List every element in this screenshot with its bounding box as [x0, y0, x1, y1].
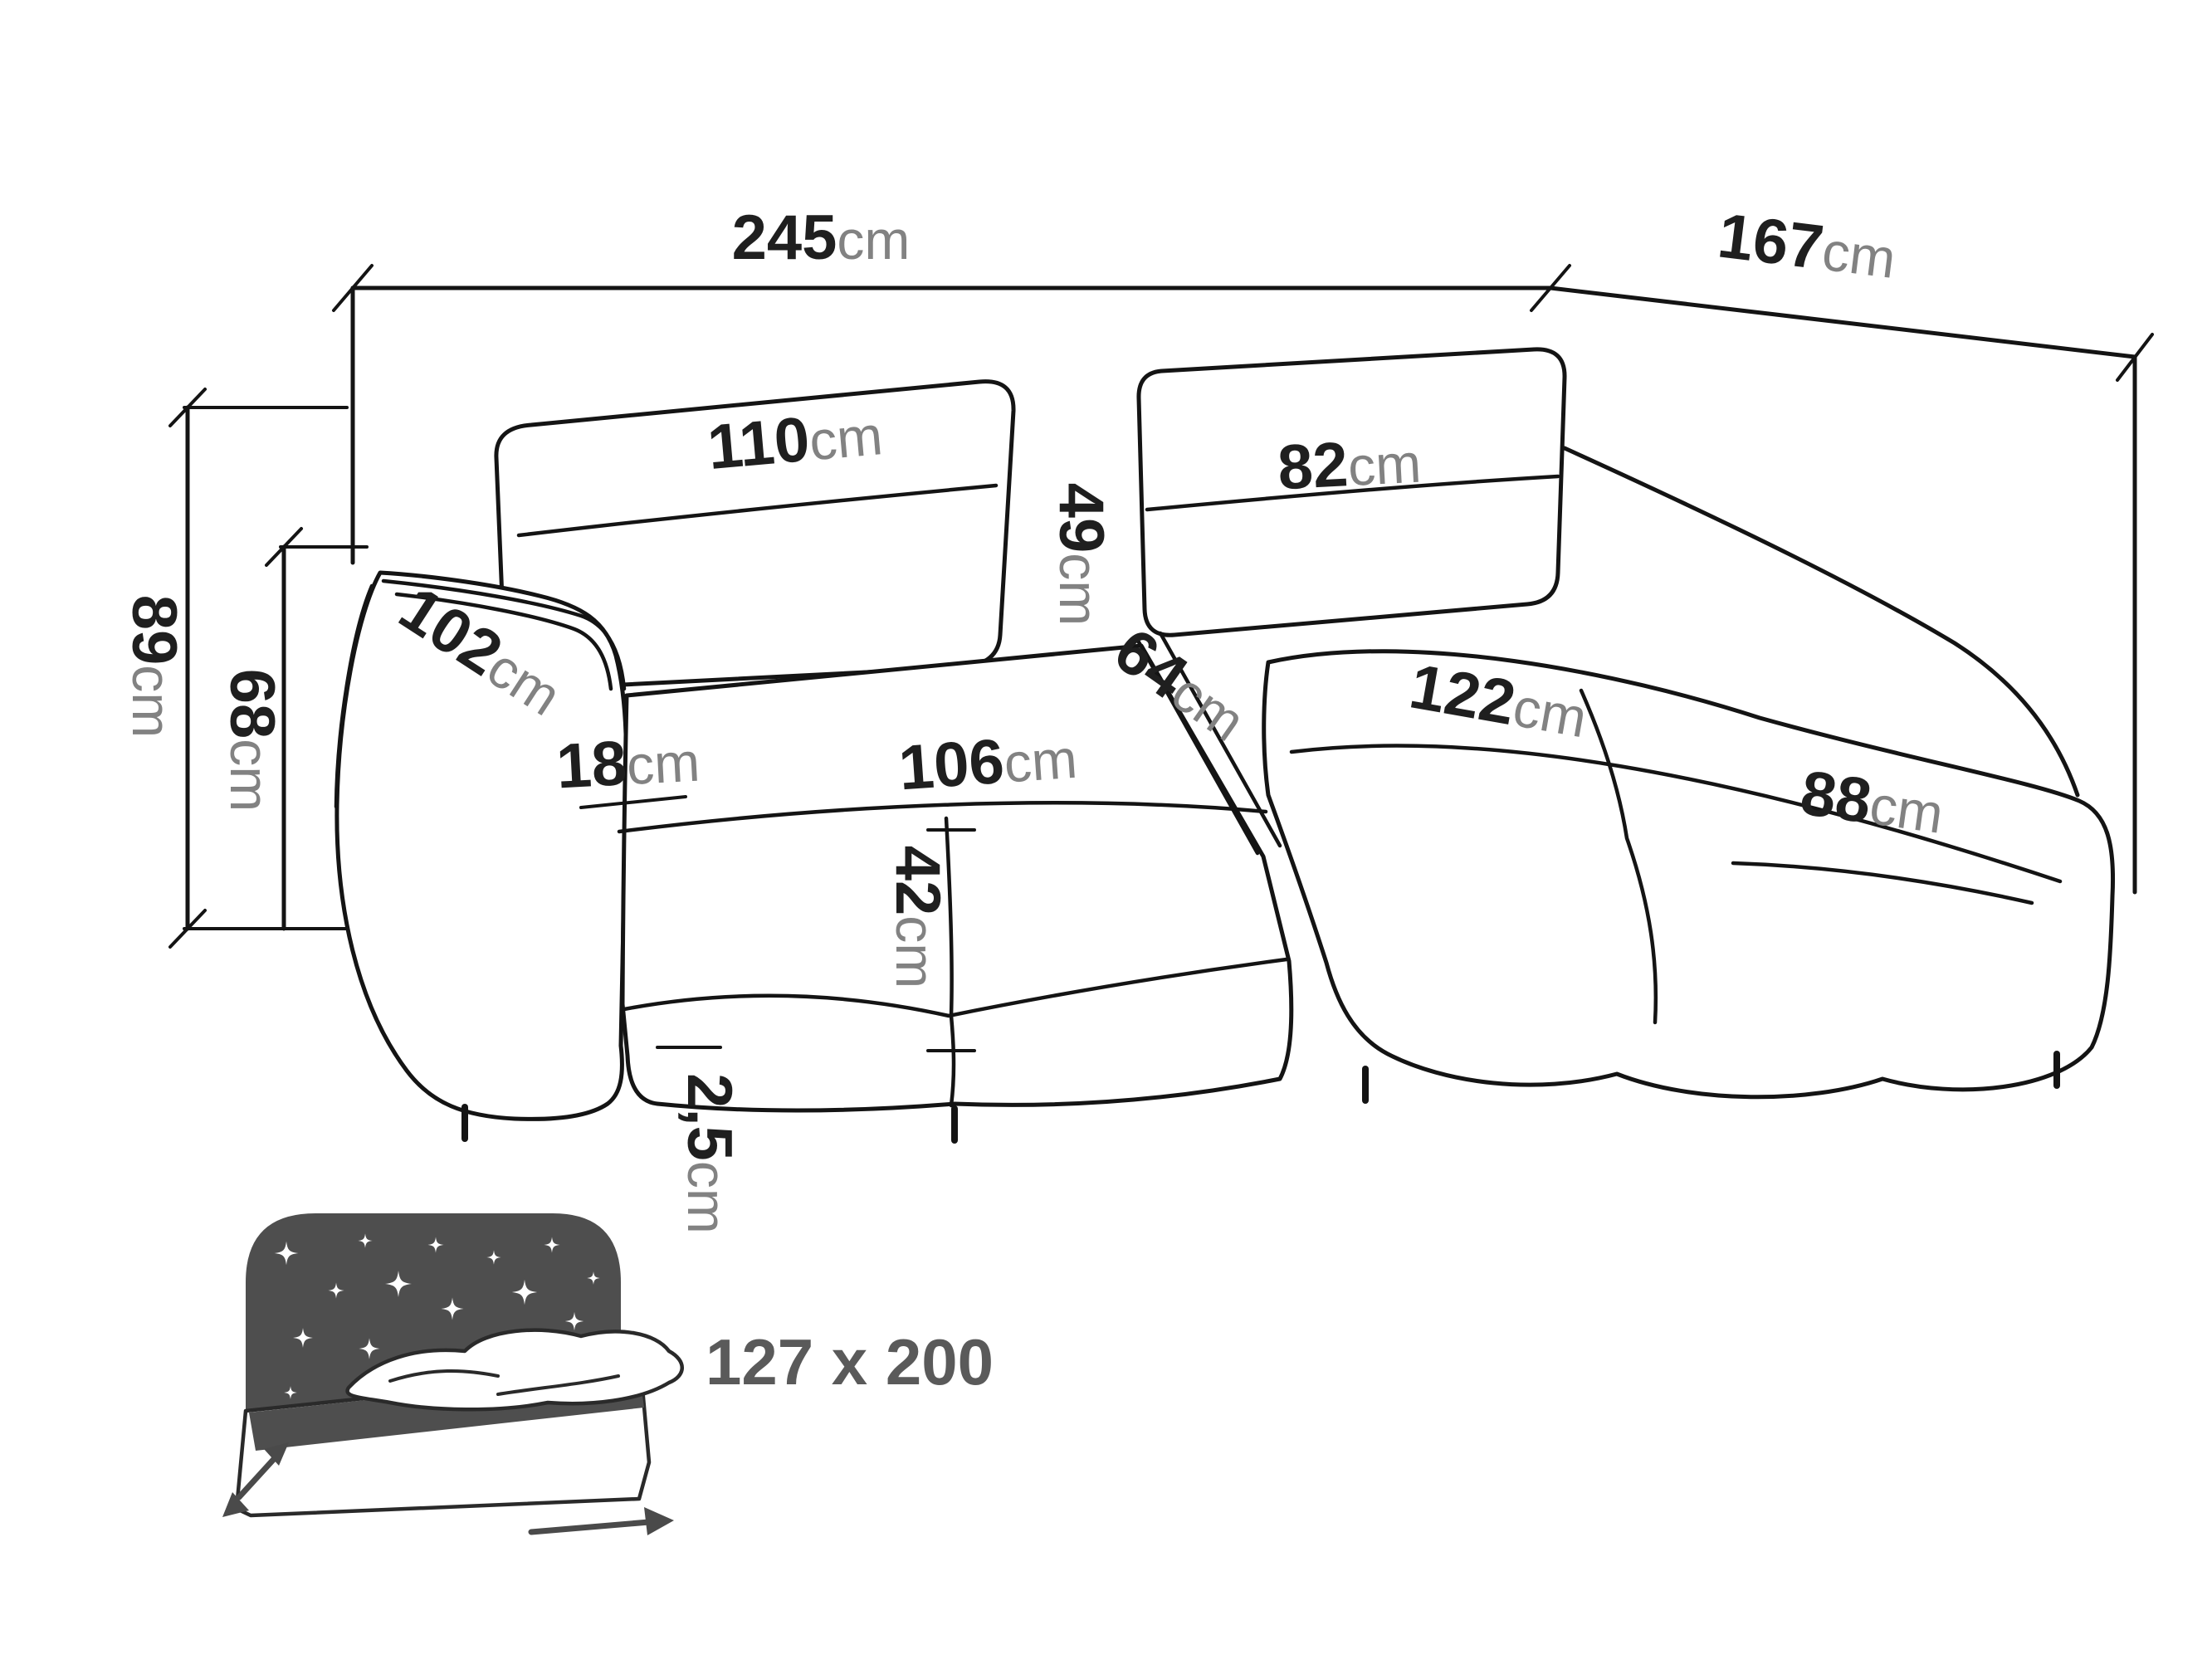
dim-seat-height-label: 42cm: [882, 846, 953, 989]
armrest-width-tick: [579, 795, 687, 809]
unfold-arrow-right-line: [528, 1519, 652, 1535]
dim-back-cushion-left-value: 110: [705, 404, 813, 483]
dim-back-cushion-height-label: 49cm: [1046, 483, 1116, 627]
dim-total-depth-label: 167cm: [1714, 200, 1900, 292]
bed-duvet-fold-1: [388, 1369, 500, 1383]
dim-total-width-label: 245cm: [732, 202, 911, 273]
dimension-frame: [168, 264, 2154, 949]
back-cushion-left-crease: [516, 483, 999, 538]
dim-clearance-unit: cm: [676, 1161, 738, 1234]
sleeping-area-label: 127 x 200: [706, 1325, 994, 1398]
chaise-cross-seam: [1579, 688, 1658, 1025]
dim-back-cushion-right-unit: cm: [1346, 432, 1423, 498]
dim-clearance-label: 2,5cm: [674, 1073, 745, 1234]
unfold-arrow-right-head: [644, 1507, 674, 1535]
seat-long-seam: [617, 801, 1268, 834]
armrest: [334, 570, 629, 1121]
dim-seat-width-value: 106: [896, 726, 1006, 804]
armrest-ridge-outer: [381, 578, 627, 691]
seat-chaise-seam-2: [1158, 631, 1282, 848]
dim-seat-width-unit: cm: [1002, 728, 1079, 794]
dim-back-cushion-height-unit: cm: [1048, 553, 1110, 626]
sofa-drawing: [334, 347, 2116, 1144]
dim-backrest-height-label: 68cm: [217, 669, 287, 812]
dim-chaise-width-value: 88: [1796, 758, 1876, 837]
dim-armrest-width-value: 18: [554, 728, 628, 802]
dim-chaise-length-unit: cm: [1509, 676, 1591, 749]
dim-chaise-length-label: 122cm: [1404, 651, 1592, 751]
height-dim-tick-top: [168, 388, 207, 427]
chaise-width-seam: [1731, 861, 2034, 905]
dim-back-cushion-right-value: 82: [1276, 429, 1350, 503]
unfold-arrow-left-head2: [264, 1442, 289, 1466]
sleeping-function-icon: [222, 1213, 684, 1535]
dim-seat-height-value: 42: [882, 846, 953, 916]
dim-backrest-height-unit: cm: [219, 739, 281, 812]
depth-dimension-line: [1548, 285, 2137, 359]
dim-total-width-unit: cm: [837, 209, 910, 271]
armrest-piping: [334, 583, 374, 809]
dim-back-cushion-left-unit: cm: [807, 404, 885, 471]
dim-seat-width-label: 106cm: [896, 721, 1079, 804]
dim-back-cushion-height-value: 49: [1046, 483, 1116, 554]
dim-seat-height-unit: cm: [885, 915, 946, 988]
sleeping-area-value: 127 x 200: [706, 1325, 994, 1398]
dim-total-height-label: 89cm: [119, 595, 189, 739]
seat-vertical-seam: [944, 816, 956, 1108]
dim-total-depth-value: 167: [1714, 200, 1827, 283]
seat-chaise-seam-1: [1135, 638, 1260, 856]
dim-total-width-value: 245: [732, 202, 837, 273]
unfold-arrow-left-head: [222, 1492, 249, 1517]
dimension-labels: 245cm 167cm 89cm 68cm 110cm 82cm 49cm 10…: [119, 200, 1948, 1398]
dim-chaise-width-unit: cm: [1866, 773, 1946, 845]
dim-back-cushion-left-label: 110cm: [705, 398, 885, 483]
dim-total-height-value: 89: [119, 595, 189, 666]
dim-back-cushion-right-label: 82cm: [1276, 426, 1423, 504]
sofa-back-right-edge: [1562, 446, 2080, 798]
dim-clearance-value: 2,5: [674, 1073, 745, 1161]
back-cushion-right-crease: [1145, 474, 1560, 512]
armrest-ridge-inner: [394, 592, 613, 691]
chaise: [1262, 649, 2116, 1100]
dim-armrest-width-unit: cm: [625, 731, 701, 797]
bed-duvet-fold-2: [496, 1374, 620, 1396]
unfold-arrow-left-line: [236, 1456, 277, 1500]
bed-duvet: [345, 1328, 684, 1412]
backrest-dim-tick-top: [265, 527, 303, 567]
dim-chaise-width-label: 88cm: [1796, 758, 1948, 847]
measurement-ticks: [579, 795, 976, 1052]
dim-total-depth-unit: cm: [1819, 220, 1899, 290]
dim-total-height-unit: cm: [121, 665, 183, 738]
height-dim-tick-bottom: [168, 909, 207, 949]
chaise-long-seam: [1289, 744, 2063, 884]
seat-front-scallop: [622, 957, 1289, 1018]
dim-armrest-width-label: 18cm: [554, 725, 701, 803]
dim-backrest-height-value: 68: [217, 669, 287, 739]
